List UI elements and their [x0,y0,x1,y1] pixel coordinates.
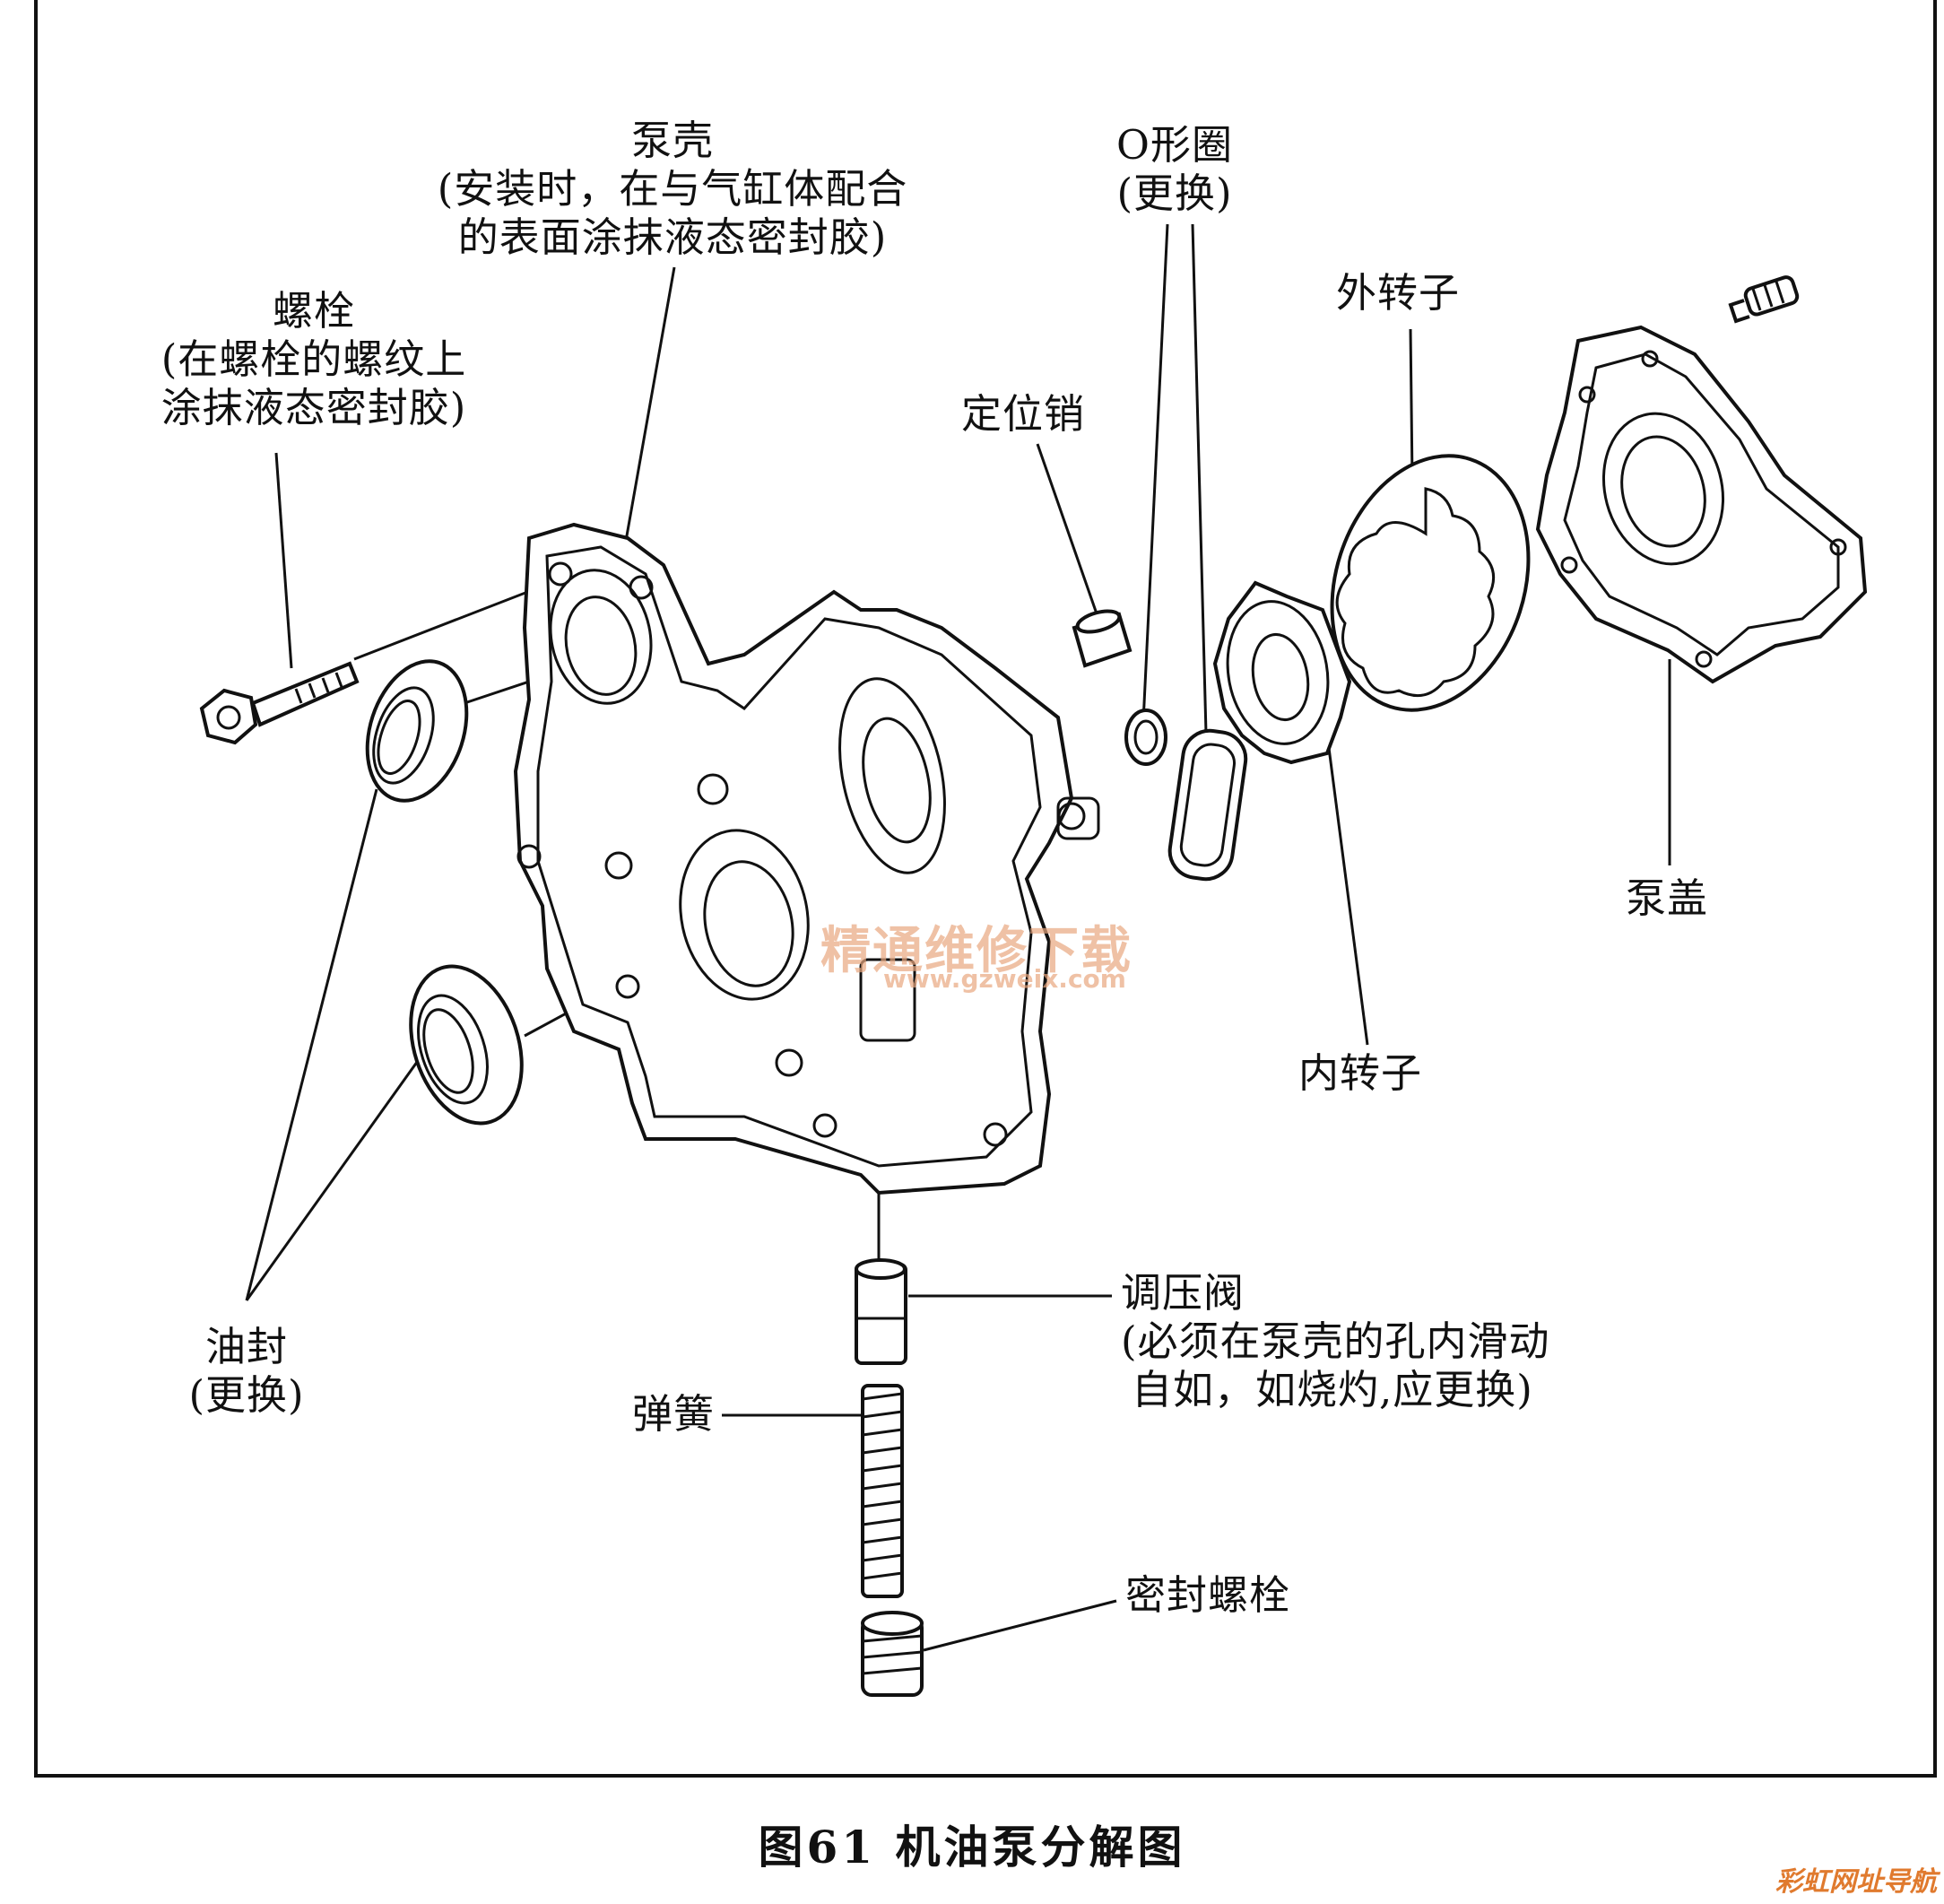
label-relief-valve-title: 调压阀 [1121,1269,1245,1317]
label-bolt-title: 螺栓 [272,287,355,335]
leader-outer-rotor [1409,328,1414,481]
pump-housing-part [513,522,1100,1195]
outer-rotor-part [1330,454,1531,712]
label-oil-seal-note: (更换) [188,1371,305,1419]
label-outer-rotor: 外转子 [1336,269,1461,317]
label-relief-valve: 调压阀 (必须在泵壳的孔内滑动 自如，如烧灼,应更换) [1121,1269,1550,1414]
cover-screw-part [1728,275,1800,324]
oil-seal-lower-part [409,964,524,1126]
diagram-frame [34,0,1937,1778]
label-pump-cover: 泵盖 [1626,874,1709,922]
bolt-part [199,661,360,745]
leader-inner-rotor [1321,699,1369,1046]
label-bolt-note-1: (在螺栓的螺纹上 [161,335,467,383]
leader-bolt [274,452,293,669]
leader-dowel-pin [1036,443,1100,620]
label-dowel-pin: 定位销 [961,390,1086,438]
label-oil-seal: 油封 (更换) [157,1323,336,1420]
leader-o-ring-small [1141,223,1169,723]
oil-seal-upper-part [365,659,469,803]
label-inner-rotor: 内转子 [1298,1049,1423,1097]
label-oil-seal-title: 油封 [204,1323,288,1370]
label-pump-housing-note-2: 的表面涂抹液态密封胶) [457,213,888,261]
corner-watermark: 彩虹网址导航 [1775,1866,1937,1898]
label-relief-valve-note-1: (必须在泵壳的孔内滑动 [1121,1317,1550,1365]
o-ring-small-part [1124,709,1167,766]
label-o-ring-note: (更换) [1116,170,1233,217]
spring-part [861,1384,904,1598]
label-o-ring-title: O形圈 [1116,121,1233,169]
label-bolt: 螺栓 (在螺栓的螺纹上 涂抹液态密封胶) [135,287,493,432]
pump-cover-part [1535,325,1868,684]
label-sealing-bolt: 密封螺栓 [1125,1571,1291,1619]
dowel-pin-part [1072,609,1133,668]
label-pump-housing-note-1: (安装时，在与气缸体配合 [437,165,908,213]
sealing-bolt-part [861,1611,924,1697]
leader-sealing-bolt [923,1599,1117,1652]
label-relief-valve-note-2: 自如，如烧灼,应更换) [1132,1366,1533,1413]
relief-valve-part [855,1258,907,1365]
watermark-text: 精通维修下载 [820,921,1133,980]
inner-rotor-part [1212,580,1352,765]
leader-oil-seal-upper [245,788,378,1301]
o-ring-large-part [1167,728,1248,882]
label-o-ring: O形圈 (更换) [1085,121,1264,218]
leader-o-ring-large [1191,223,1208,735]
label-pump-housing-title: 泵壳 [630,117,714,164]
leader-oil-seal-lower [245,1057,421,1301]
leader-pump-housing [621,266,676,557]
watermark-url: www.gzweix.com [883,964,1126,994]
figure-caption: 图61 机油泵分解图 [758,1821,1186,1874]
label-bolt-note-2: 涂抹液态密封胶) [161,384,467,431]
label-pump-housing: 泵壳 (安装时，在与气缸体配合 的表面涂抹液态密封胶) [404,117,942,262]
label-spring: 弹簧 [632,1390,716,1438]
